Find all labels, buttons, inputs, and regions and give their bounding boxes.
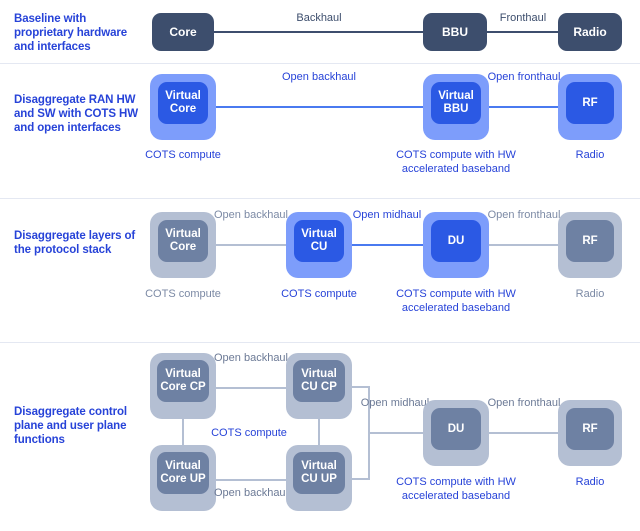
link-label-open-fronthaul: Open fronthaul <box>487 71 561 83</box>
node-caption-rf: Radio <box>575 476 605 488</box>
node-label: RF <box>582 234 598 247</box>
node-core: Core <box>152 13 214 51</box>
row-label-disaggregate-cp-up: Disaggregate control plane and user plan… <box>14 406 128 446</box>
node-core-inner: Virtual BBU <box>431 82 481 124</box>
node-label: Radio <box>573 25 607 39</box>
node-label: Virtual Core CP <box>160 368 206 393</box>
row-label-baseline: Baseline with proprietary hardware and i… <box>14 13 128 53</box>
link-label-open-fronthaul: Open fronthaul <box>487 397 561 409</box>
node-label: Virtual CU <box>301 228 337 253</box>
node-core-inner: RF <box>566 220 614 262</box>
node-virtual-core: Virtual Core <box>150 74 216 140</box>
link-backhaul <box>214 31 423 33</box>
link-open-backhaul <box>216 106 423 108</box>
node-core-inner: Virtual Core UP <box>157 452 209 494</box>
link-label-open-midhaul: Open midhaul <box>360 397 430 409</box>
link-label-fronthaul: Fronthaul <box>499 12 547 24</box>
link-label-open-backhaul-bottom: Open backhaul <box>214 487 288 499</box>
node-label: BBU <box>442 25 468 39</box>
node-radio: Radio <box>558 13 622 51</box>
node-label: Virtual Core UP <box>160 460 206 485</box>
node-rf: RF <box>558 400 622 466</box>
link-label-open-midhaul: Open midhaul <box>352 209 422 221</box>
node-label: RF <box>582 96 598 109</box>
node-label: Virtual Core <box>165 228 201 253</box>
node-core-inner: DU <box>431 220 481 262</box>
link-open-backhaul <box>216 244 286 246</box>
row-separator-1 <box>0 63 640 64</box>
link-core-cp-up-vertical <box>182 419 184 445</box>
node-label: Virtual CU UP <box>301 460 337 485</box>
node-label: Virtual BBU <box>438 90 474 115</box>
node-core-inner: Virtual Core CP <box>157 360 209 402</box>
link-open-fronthaul <box>489 106 558 108</box>
node-core-inner: Virtual CU UP <box>293 452 345 494</box>
link-open-backhaul-bottom <box>216 479 286 481</box>
link-open-fronthaul <box>489 244 558 246</box>
node-virtual-core-cp: Virtual Core CP <box>150 353 216 419</box>
node-caption-du: COTS compute with HW accelerated baseban… <box>396 476 516 502</box>
node-virtual-core: Virtual Core <box>150 212 216 278</box>
row-separator-3 <box>0 342 640 343</box>
node-label: DU <box>447 234 465 247</box>
node-du: DU <box>423 400 489 466</box>
row-label-disaggregate-ran: Disaggregate RAN HW and SW with COTS HW … <box>14 94 138 134</box>
node-caption-virtual-core: COTS compute <box>145 149 221 161</box>
node-core-inner: Virtual Core <box>158 220 208 262</box>
node-caption-virtual-core: COTS compute <box>145 288 221 300</box>
link-label-open-backhaul: Open backhaul <box>214 209 288 221</box>
node-caption-virtual-bbu: COTS compute with HW accelerated baseban… <box>396 149 516 175</box>
bracket-arm-bottom <box>352 478 370 480</box>
node-rf: RF <box>558 74 622 140</box>
node-caption-rf: Radio <box>575 288 605 300</box>
node-rf: RF <box>558 212 622 278</box>
node-core-inner: RF <box>566 82 614 124</box>
link-label-open-fronthaul: Open fronthaul <box>487 209 561 221</box>
node-bbu: BBU <box>423 13 487 51</box>
node-virtual-core-up: Virtual Core UP <box>150 445 216 511</box>
center-caption-cots-compute: COTS compute <box>211 427 287 439</box>
bracket-arm-top <box>352 386 370 388</box>
node-core-inner: Virtual CU CP <box>293 360 345 402</box>
node-core-inner: RF <box>566 408 614 450</box>
link-open-fronthaul <box>489 432 558 434</box>
node-virtual-cu-up: Virtual CU UP <box>286 445 352 511</box>
link-cu-cp-up-vertical <box>318 419 320 445</box>
node-caption-virtual-cu: COTS compute <box>281 288 357 300</box>
link-open-backhaul-top <box>216 387 286 389</box>
node-core-inner: DU <box>431 408 481 450</box>
node-label: DU <box>447 422 465 435</box>
node-virtual-cu-cp: Virtual CU CP <box>286 353 352 419</box>
link-open-midhaul <box>368 432 423 434</box>
node-caption-rf: Radio <box>575 149 605 161</box>
node-core-inner: Virtual CU <box>294 220 344 262</box>
link-label-open-backhaul: Open backhaul <box>282 71 356 83</box>
node-virtual-bbu: Virtual BBU <box>423 74 489 140</box>
node-core-inner: Virtual Core <box>158 82 208 124</box>
link-fronthaul <box>487 31 558 33</box>
node-virtual-cu: Virtual CU <box>286 212 352 278</box>
row-separator-2 <box>0 198 640 199</box>
node-label: Virtual CU CP <box>301 368 337 393</box>
node-caption-du: COTS compute with HW accelerated baseban… <box>396 288 516 314</box>
node-label: RF <box>582 422 598 435</box>
node-label: Virtual Core <box>165 90 201 115</box>
link-label-backhaul: Backhaul <box>296 12 342 24</box>
link-label-open-backhaul-top: Open backhaul <box>214 352 288 364</box>
node-label: Core <box>169 25 197 39</box>
node-du: DU <box>423 212 489 278</box>
row-label-disaggregate-layers: Disaggregate layers of the protocol stac… <box>14 230 136 256</box>
link-open-midhaul <box>352 244 423 246</box>
